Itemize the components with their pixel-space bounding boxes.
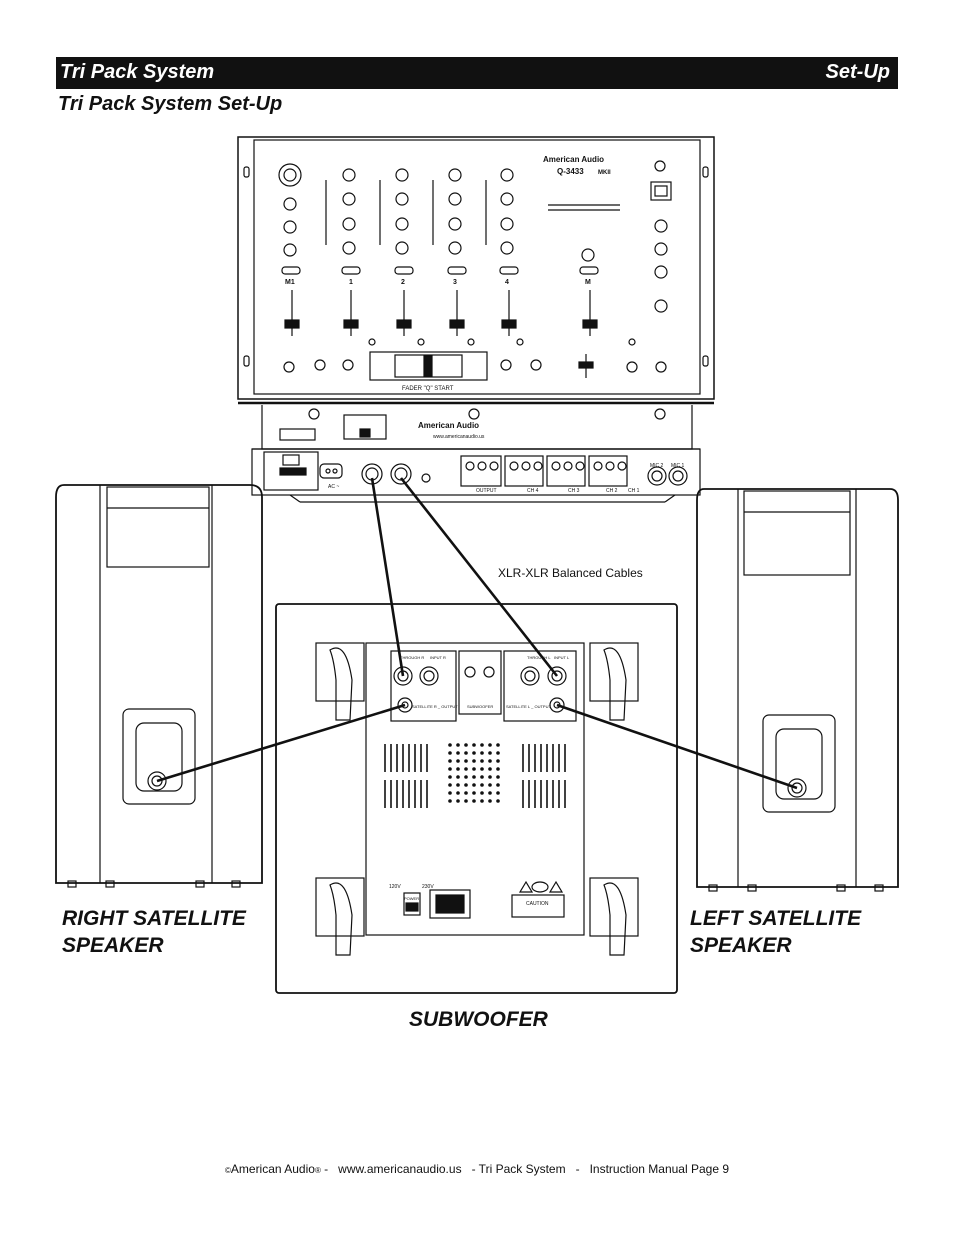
channel-label-m1: M1 <box>285 279 295 286</box>
footer-registered: ® <box>314 1166 321 1175</box>
sub-label-input-r: INPUT R <box>430 655 446 660</box>
left-satellite-label-line2: SPEAKER <box>690 934 792 957</box>
header-left-title: Tri Pack System <box>60 61 215 83</box>
rear-label-ch3: CH 3 <box>568 488 580 494</box>
left-satellite-speaker <box>696 488 899 892</box>
left-satellite-label: LEFT SATELLITE SPEAKER <box>690 905 861 959</box>
cables <box>156 477 798 790</box>
mixer-front-panel <box>237 136 715 405</box>
subwoofer-label: SUBWOOFER <box>409 1008 548 1031</box>
cable-label: XLR-XLR Balanced Cables <box>498 566 643 580</box>
mixer-rear-panel <box>251 405 701 503</box>
right-satellite-label-line2: SPEAKER <box>62 934 164 957</box>
right-satellite-label: RIGHT SATELLITE SPEAKER <box>62 905 246 959</box>
mixer-rear-brand: American Audio <box>418 421 479 430</box>
rear-label-ch1: CH 1 <box>628 488 640 494</box>
mixer-brand: American Audio <box>543 155 604 164</box>
sub-label-120v: 120V <box>389 884 401 890</box>
channel-label-2: 2 <box>401 279 405 286</box>
mixer-model-suffix: MKII <box>598 170 611 176</box>
xlr-cable-right <box>370 477 405 677</box>
mixer-model: Q-3433 <box>557 167 584 176</box>
channel-label-3: 3 <box>453 279 457 286</box>
channel-label-1: 1 <box>349 279 353 286</box>
left-satellite-label-line1: LEFT SATELLITE <box>690 907 862 930</box>
sub-label-subwoofer: SUBWOOFER <box>467 704 493 709</box>
channel-label-4: 4 <box>505 279 509 286</box>
sub-label-230v: 230V <box>422 884 434 890</box>
subwoofer-unit <box>275 603 678 994</box>
sub-label-caution: CAUTION <box>526 901 549 907</box>
speaker-cable-left <box>556 703 798 790</box>
channel-faders <box>284 290 598 336</box>
footer-rest: - www.americanaudio.us - Tri Pack System… <box>320 1162 730 1176</box>
speaker-cable-right <box>156 703 406 783</box>
sub-label-sat-l-output: SATELLITE L _ OUTPUT <box>506 704 551 709</box>
sub-label-power: POWER <box>404 896 419 901</box>
rear-label-output: OUTPUT <box>476 488 497 494</box>
channel-label-m: M <box>585 279 591 286</box>
sub-label-sat-r-output: SATELLITE R _ OUTPUT <box>412 704 458 709</box>
fader-start-label: FADER "Q" START <box>402 386 454 392</box>
header-right-title: Set-Up <box>825 61 890 83</box>
rear-label-ac: AC ~ <box>328 484 339 490</box>
xlr-cable-left <box>399 477 559 677</box>
header-bar: Tri Pack System Set-Up <box>56 57 898 89</box>
rear-label-mic2: MIC 2 <box>650 463 664 469</box>
channel-knobs <box>283 168 668 313</box>
mixer-rear-url: www.americanaudio.us <box>433 434 485 440</box>
rear-label-ch4: CH 4 <box>527 488 539 494</box>
sub-label-through-l: THROUGH L <box>527 655 551 660</box>
footer-brand: American Audio <box>230 1162 315 1176</box>
page-subtitle: Tri Pack System Set-Up <box>58 93 283 115</box>
rear-label-ch2: CH 2 <box>606 488 618 494</box>
subwoofer-vent-dots <box>448 743 500 803</box>
right-satellite-label-line1: RIGHT SATELLITE <box>62 907 246 930</box>
right-satellite-speaker <box>55 484 263 888</box>
page-footer: ©American Audio® - www.americanaudio.us … <box>0 1162 954 1176</box>
rear-label-mic1: MIC 1 <box>671 463 685 469</box>
footer-copyright: © <box>224 1166 231 1175</box>
sub-label-through-r: THROUGH R <box>400 655 424 660</box>
sub-label-input-l: INPUT L <box>554 655 570 660</box>
